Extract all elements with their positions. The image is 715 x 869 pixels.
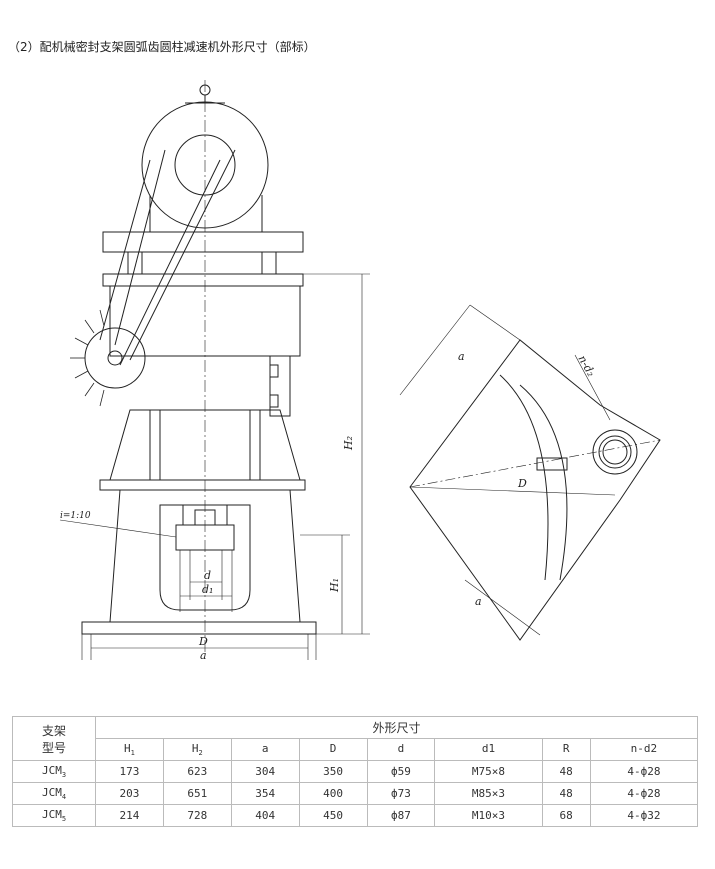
- value-cell: 728: [162, 804, 232, 827]
- label-d1: d₁: [202, 583, 213, 596]
- value-cell: 400: [298, 782, 368, 805]
- column-header: n-d2: [589, 738, 699, 761]
- label-a: a: [200, 649, 207, 660]
- value-cell: 203: [95, 782, 164, 805]
- value-cell: M10×3: [434, 804, 543, 827]
- label-sector-D: D: [517, 477, 527, 490]
- value-cell: 4-ф28: [589, 760, 699, 783]
- label-D: D: [198, 635, 208, 648]
- value-cell: 68: [541, 804, 591, 827]
- value-cell: 623: [162, 760, 232, 783]
- column-header: D: [298, 738, 368, 761]
- column-header: a: [230, 738, 300, 761]
- model-cell: JCM4: [12, 782, 96, 805]
- value-cell: 651: [162, 782, 232, 805]
- column-header: H2: [162, 738, 232, 761]
- column-header: d: [366, 738, 436, 761]
- model-cell: JCM3: [12, 760, 96, 783]
- model-cell: JCM5: [12, 804, 96, 827]
- reducer-front-view: [59, 80, 370, 660]
- technical-drawing: H₂ H₁ D a d d₁ i=1:10 n-d₂ a D a: [59, 80, 661, 660]
- label-sector-a-bottom: a: [475, 595, 482, 608]
- value-cell: ф87: [366, 804, 436, 827]
- value-cell: ф73: [366, 782, 436, 805]
- label-h2: H₂: [342, 436, 355, 451]
- label-sector-a-top: a: [458, 350, 465, 363]
- value-cell: 404: [230, 804, 300, 827]
- value-cell: 450: [298, 804, 368, 827]
- header-dimensions: 外形尺寸: [95, 716, 698, 739]
- value-cell: 48: [541, 782, 591, 805]
- column-header: H1: [95, 738, 164, 761]
- label-d: d: [204, 569, 211, 582]
- value-cell: 354: [230, 782, 300, 805]
- value-cell: 214: [95, 804, 164, 827]
- value-cell: 4-ф28: [589, 782, 699, 805]
- value-cell: M85×3: [434, 782, 543, 805]
- value-cell: 4-ф32: [589, 804, 699, 827]
- value-cell: 304: [230, 760, 300, 783]
- column-header: R: [541, 738, 591, 761]
- column-header: d1: [434, 738, 543, 761]
- value-cell: M75×8: [434, 760, 543, 783]
- arc-gear-sector-view: [399, 304, 661, 641]
- value-cell: 173: [95, 760, 164, 783]
- value-cell: 350: [298, 760, 368, 783]
- value-cell: ф59: [366, 760, 436, 783]
- label-h1: H₁: [328, 578, 341, 593]
- label-nd2: n-d₂: [575, 353, 597, 379]
- value-cell: 48: [541, 760, 591, 783]
- label-taper: i=1:10: [60, 511, 91, 521]
- header-model: 支架型号: [12, 716, 96, 761]
- page-title: （2）配机械密封支架圆弧齿圆柱减速机外形尺寸（部标）: [8, 40, 316, 54]
